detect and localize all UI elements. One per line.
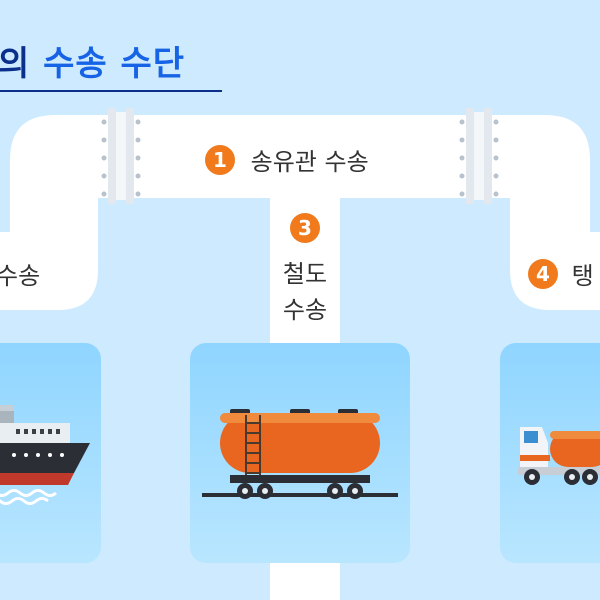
title-underline bbox=[0, 90, 222, 92]
method-1-badge: 1 bbox=[205, 144, 235, 175]
method-4-label: 4 탱 bbox=[528, 256, 594, 291]
pipe-coupling-right bbox=[459, 108, 499, 204]
method-4-badge: 4 bbox=[528, 258, 558, 289]
method-3-line2: 수송 bbox=[282, 296, 328, 324]
method-1-text: 송유관 수송 bbox=[250, 148, 369, 176]
title-accent: 수송 수단 bbox=[43, 44, 186, 84]
method-3-badge: 3 bbox=[290, 213, 320, 243]
method-2-label: 수송 bbox=[0, 256, 40, 291]
card-ship bbox=[0, 343, 101, 563]
tanker-truck-icon bbox=[518, 427, 600, 485]
rail-tank-car-icon bbox=[202, 409, 398, 499]
ship-icon bbox=[0, 405, 90, 505]
title-prefix: 의 bbox=[0, 44, 31, 84]
card-truck bbox=[500, 343, 600, 563]
method-4-text: 탱 bbox=[571, 262, 594, 290]
card-rail bbox=[190, 343, 410, 563]
method-3-line1: 철도 bbox=[282, 260, 328, 288]
method-1-label: 1 송유관 수송 bbox=[205, 142, 369, 177]
method-3-text: 철도 수송 bbox=[272, 256, 338, 328]
method-2-text: 수송 bbox=[0, 262, 41, 290]
page-title: 의 수송 수단 bbox=[0, 36, 185, 85]
method-3-label: 3 bbox=[283, 213, 327, 243]
pipe-coupling-left bbox=[101, 108, 141, 204]
